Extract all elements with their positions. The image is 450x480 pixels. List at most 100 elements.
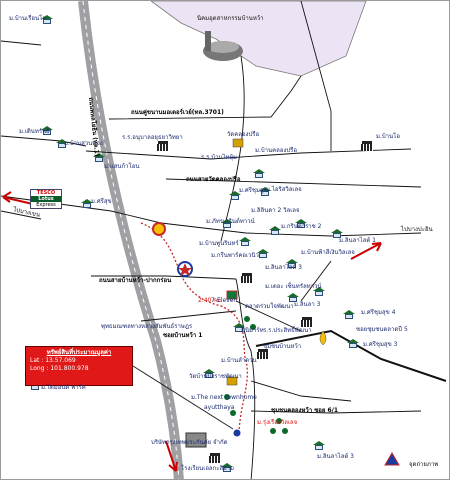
place-label: ร.ร.ประสิทธิ์พัฒนา — [263, 327, 312, 334]
property-info-box: ทรัพย์สินที่ประมาณมูลค่า Lat : 13.57.069… — [25, 346, 133, 386]
place-label: ม.กรินดาราช 2 — [281, 223, 322, 230]
house-icon — [93, 153, 105, 162]
tesco-brand: Lotus — [31, 196, 61, 202]
place-label: ม.The next townhome — [191, 394, 257, 401]
road-label: ชุมชนคลองหว้า ซอย 6/1 — [271, 407, 339, 414]
road-3701 — [108, 75, 302, 120]
place-label: ม.บ้านโอ — [376, 133, 400, 140]
place-label: ร.ร.บ้านไทยุ้ม — [201, 154, 237, 161]
place-label: พุทธมณฑลทางหลวงสัมพันธ์ราษฎร — [101, 323, 193, 330]
house-icon — [203, 369, 215, 378]
camera-point-icon — [384, 452, 400, 466]
place-label: ม.ศรีชุมสุข — [239, 187, 268, 194]
house-icon — [313, 441, 325, 450]
house-icon — [81, 199, 93, 208]
place-label: ayutthaya — [204, 404, 235, 411]
school-icon — [301, 317, 313, 327]
place-label: ม.ภัทรเกรินด์ทาวน์ — [206, 218, 255, 225]
place-label: ม.เดินทรัพย์ — [19, 128, 50, 135]
place-label: ม.ลินลา 3 — [294, 301, 321, 308]
pin-icon — [319, 330, 327, 346]
school-icon — [157, 141, 169, 151]
road-label: ซอยบ้านหว้า 1 — [163, 332, 203, 339]
place-label: ม.ลินลาไลต์ 3 — [265, 264, 303, 271]
place-label: 7-Eleven — [211, 297, 238, 304]
house-icon — [56, 139, 68, 148]
info-long: Long : 101.800.978 — [30, 365, 89, 372]
house-icon — [253, 169, 265, 178]
house-icon — [343, 310, 355, 319]
school-icon — [241, 273, 253, 283]
temple-icon — [232, 138, 244, 148]
tesco-lotus-logo: TESCO Lotus Express — [30, 189, 62, 209]
place-label: โรงเรียนเอลกะสิยาม — [181, 465, 234, 472]
place-label: ม.ศรีสุข — [91, 198, 112, 205]
house-icon — [287, 293, 299, 302]
pointer-line — [132, 365, 234, 430]
place-label: ม.กรีนพาร์คอเวนิว — [211, 252, 259, 259]
route-line — [140, 222, 249, 432]
place-label: ม.รุ่งเรืองวิลเลจ — [257, 419, 298, 426]
place-label: ม.ลินลาไลต์ 1 — [339, 237, 377, 244]
place-label: วัดบ้านบึงราชพัฒนา — [189, 373, 242, 380]
house-icon — [41, 15, 53, 24]
stadium-icon — [203, 31, 243, 61]
house-icon — [313, 287, 325, 296]
place-label: ม.แสนก้าโอน — [104, 163, 140, 170]
road-label: ถนนคู่ขนานมอเตอร์เวย์(ทล.3701) — [131, 109, 224, 116]
info-title: ทรัพย์สินที่ประมาณมูลค่า — [46, 349, 112, 356]
house-icon — [41, 126, 53, 135]
temple-icon — [226, 376, 238, 386]
place-label: ชุมชนบ้านหว้า — [263, 343, 302, 350]
place-label: มินิมาร์ท — [241, 327, 264, 334]
tesco-sub: Express — [36, 202, 56, 208]
road-label: ถนนสายบ้านหว้า-ปากกร่อน — [99, 277, 172, 284]
place-label: ม.ศรีชุมสุข 4 — [361, 309, 396, 316]
place-label: ม.บ้านฟ้าสีเงินวิลเลจ — [301, 249, 355, 256]
distance-label: 2.40 กม. — [198, 297, 223, 304]
house-icon — [257, 249, 269, 258]
legend-camera-label: จุดถ่ายภาพ — [409, 461, 439, 468]
house-icon — [239, 237, 251, 246]
place-label: วัดคลองปรือ — [227, 131, 260, 138]
place-label: ม.บ้านลำดวน — [221, 357, 257, 364]
house-icon — [229, 191, 241, 200]
shell-station-icon — [152, 222, 166, 236]
place-label: ม.บ้านเรือนโจ — [9, 15, 46, 22]
house-icon — [221, 463, 233, 472]
place-label: ม.บ้านสวนทอง — [64, 140, 103, 147]
place-label: ม.ไอริสวิลเลจ — [266, 186, 302, 193]
house-icon — [233, 323, 245, 332]
place-label: ม.ลิลินดา 2 วิลเลจ — [251, 207, 300, 214]
place-label: ม.บ้านพูนรินทร์ — [199, 240, 239, 247]
tesco-title: TESCO — [36, 190, 56, 196]
place-label: ซอยชุมชนตลาดปี 5 — [356, 326, 408, 333]
house-icon — [295, 219, 307, 228]
stadium-label: นิคมอุตสาหกรรมบ้านหว้า — [197, 15, 264, 22]
house-icon — [221, 219, 233, 228]
road-label: ถนนสายวัดคลองปรือ — [186, 176, 241, 183]
info-lat: Lat : 13.57.069 — [30, 357, 76, 364]
school-icon — [257, 349, 269, 359]
place-label: ม.บ้านคลองปรือ — [255, 147, 297, 154]
house-icon — [331, 229, 343, 238]
company-building-icon — [185, 432, 207, 448]
house-icon — [347, 339, 359, 348]
place-label: ม.ไดมอนด์ พาร์ค — [41, 384, 86, 391]
house-icon — [259, 187, 271, 196]
place-label: ตลาดร่วมใจพัฒนา — [245, 303, 294, 310]
seven-eleven-icon — [226, 290, 238, 300]
place-label: ม.ศรีชุมสุข 3 — [363, 341, 398, 348]
place-label: บริษัทกรุงเทพประกันภัย จำกัด — [151, 439, 228, 446]
industrial-zone — [150, 1, 367, 77]
house-icon — [269, 226, 281, 235]
place-label: ม.เดอะ เซ็นทรัลทาวน์ — [265, 283, 322, 290]
place-label: ม.ลินลาไลต์ 3 — [317, 453, 355, 460]
property-marker-icon — [232, 428, 242, 438]
school-icon — [361, 141, 373, 151]
house-icon — [286, 259, 298, 268]
school-icon — [209, 453, 221, 463]
place-label: ร.ร.อนุบาลอยุธยาวิทยา — [122, 134, 183, 141]
direction-label: ไปบางปะอิน — [401, 226, 433, 233]
